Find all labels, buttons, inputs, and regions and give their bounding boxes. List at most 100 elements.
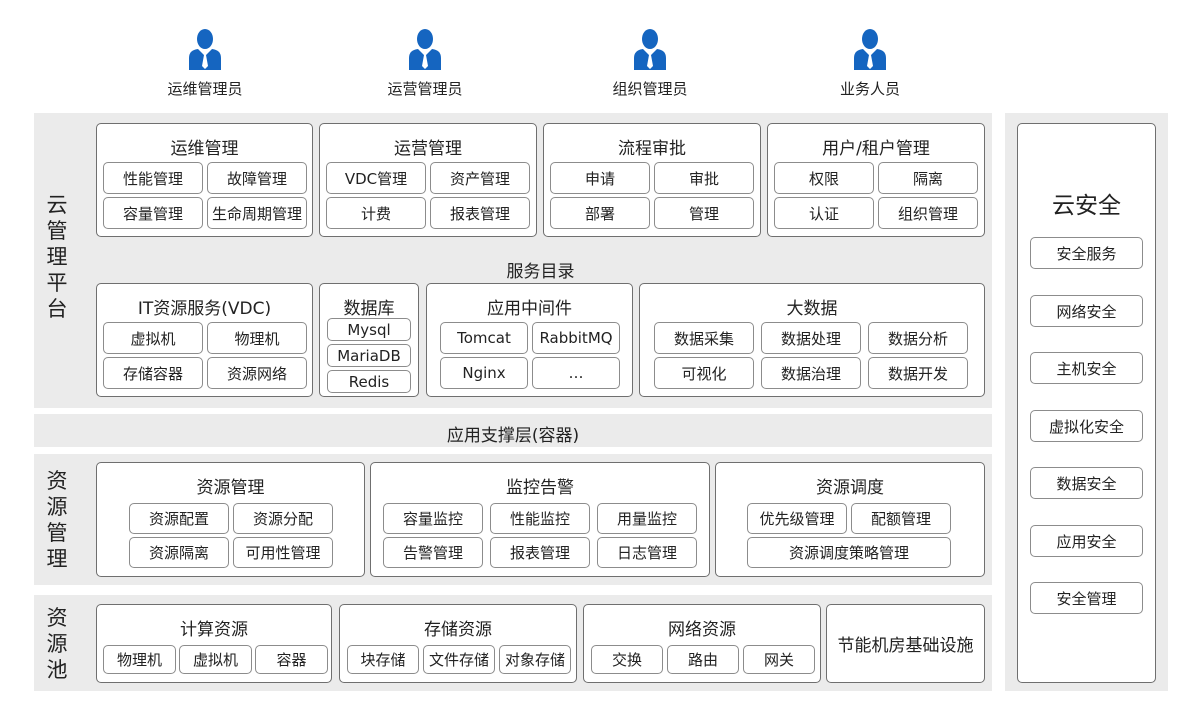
operation-management-module: 运营管理 VDC管理 资产管理 计费 报表管理 xyxy=(319,123,537,237)
bigdata-module: 大数据 数据采集 数据处理 数据分析 可视化 数据治理 数据开发 xyxy=(639,283,985,397)
user-icon xyxy=(854,29,886,70)
module-item: 容量监控 xyxy=(383,503,483,534)
module-title: 数据库 xyxy=(343,299,395,319)
module-title: 用户/租户管理 xyxy=(822,139,930,159)
module-item: 资源配置 xyxy=(129,503,229,534)
module-item: 数据治理 xyxy=(761,357,861,389)
module-title: 大数据 xyxy=(786,299,838,319)
module-item: 报表管理 xyxy=(430,197,530,229)
module-item: 性能管理 xyxy=(103,162,203,194)
module-item: 数据开发 xyxy=(868,357,968,389)
module-item: 报表管理 xyxy=(490,537,590,568)
module-item: 数据分析 xyxy=(868,322,968,354)
resource-management-label: 资源管理 xyxy=(46,469,68,571)
module-title: 资源调度 xyxy=(816,478,884,498)
module-item: 虚拟机 xyxy=(179,645,252,674)
user-label: 运营管理员 xyxy=(387,80,463,98)
module-item: 管理 xyxy=(654,197,754,229)
module-item: 审批 xyxy=(654,162,754,194)
module-item: 资源隔离 xyxy=(129,537,229,568)
facility-label: 节能机房基础设施 xyxy=(837,636,974,656)
module-item: 申请 xyxy=(550,162,650,194)
user-label: 组织管理员 xyxy=(612,80,688,98)
user-ops-admin: 运维管理员 xyxy=(145,28,265,99)
it-resource-module: IT资源服务(VDC) 虚拟机 物理机 存储容器 资源网络 xyxy=(96,283,313,397)
cloud-security-title: 云安全 xyxy=(1052,193,1121,219)
module-item: Tomcat xyxy=(440,322,528,354)
user-label: 业务人员 xyxy=(839,80,900,98)
module-item: 网关 xyxy=(743,645,815,674)
module-item: 用量监控 xyxy=(597,503,697,534)
resmgmt-module: 资源管理 资源配置 资源分配 资源隔离 可用性管理 xyxy=(96,462,365,577)
module-title: 运维管理 xyxy=(170,139,239,159)
cloud-platform-label: 云管理平台 xyxy=(46,193,68,321)
module-item: 交换 xyxy=(591,645,663,674)
resource-pool-label: 资源池 xyxy=(46,606,68,682)
module-item: Mysql xyxy=(327,318,411,341)
monitor-module: 监控告警 容量监控 性能监控 用量监控 告警管理 报表管理 日志管理 xyxy=(370,462,710,577)
security-item: 主机安全 xyxy=(1030,352,1143,384)
module-title: IT资源服务(VDC) xyxy=(137,299,272,319)
module-item: 计费 xyxy=(326,197,426,229)
module-item: 部署 xyxy=(550,197,650,229)
module-title: 网络资源 xyxy=(668,620,736,640)
security-item: 安全管理 xyxy=(1030,582,1143,614)
module-title: 运营管理 xyxy=(394,139,462,159)
module-item: 路由 xyxy=(667,645,739,674)
facility-module: 节能机房基础设施 xyxy=(826,604,985,683)
user-label: 运维管理员 xyxy=(167,80,243,98)
tenant-management-module: 用户/租户管理 权限 隔离 认证 组织管理 xyxy=(767,123,985,237)
user-org-admin: 组织管理员 xyxy=(590,28,710,99)
module-item: 资产管理 xyxy=(430,162,530,194)
module-item: 生命周期管理 xyxy=(207,197,307,229)
compute-module: 计算资源 物理机 虚拟机 容器 xyxy=(96,604,332,683)
module-item: 数据处理 xyxy=(761,322,861,354)
module-item: 可用性管理 xyxy=(233,537,333,568)
user-icon xyxy=(634,29,666,70)
support-layer-band: 应用支撑层(容器) xyxy=(34,414,992,447)
security-item: 安全服务 xyxy=(1030,237,1143,269)
user-business: 业务人员 xyxy=(810,28,930,99)
security-item: 虚拟化安全 xyxy=(1030,410,1143,442)
security-item: 数据安全 xyxy=(1030,467,1143,499)
module-item: VDC管理 xyxy=(326,162,426,194)
module-item: 物理机 xyxy=(103,645,176,674)
module-title: 应用中间件 xyxy=(487,299,572,319)
user-icon xyxy=(189,29,221,70)
ops-management-module: 运维管理 性能管理 故障管理 容量管理 生命周期管理 xyxy=(96,123,313,237)
module-item: 资源网络 xyxy=(207,357,307,389)
module-title: 资源管理 xyxy=(196,478,265,498)
module-item: 日志管理 xyxy=(597,537,697,568)
module-title: 计算资源 xyxy=(180,620,248,640)
module-item: Nginx xyxy=(440,357,528,389)
schedule-module: 资源调度 优先级管理 配额管理 资源调度策略管理 xyxy=(715,462,985,577)
module-item: 容量管理 xyxy=(103,197,203,229)
security-item: 网络安全 xyxy=(1030,295,1143,327)
module-item: 优先级管理 xyxy=(747,503,847,534)
module-item: Redis xyxy=(327,370,411,393)
module-title: 监控告警 xyxy=(506,478,574,498)
module-item: 资源调度策略管理 xyxy=(747,537,951,568)
approval-module: 流程审批 申请 审批 部署 管理 xyxy=(543,123,761,237)
module-item: 性能监控 xyxy=(490,503,590,534)
service-catalog-title: 服务目录 xyxy=(506,262,575,282)
module-item: 告警管理 xyxy=(383,537,483,568)
module-item: 存储容器 xyxy=(103,357,203,389)
database-module: 数据库 Mysql MariaDB Redis xyxy=(319,283,419,397)
module-item: 容器 xyxy=(255,645,328,674)
module-item: 权限 xyxy=(774,162,874,194)
module-item: 可视化 xyxy=(654,357,754,389)
module-item: 配额管理 xyxy=(851,503,951,534)
support-layer-label: 应用支撑层(容器) xyxy=(446,426,580,446)
module-item: MariaDB xyxy=(327,344,411,367)
network-module: 网络资源 交换 路由 网关 xyxy=(583,604,821,683)
module-item: 物理机 xyxy=(207,322,307,354)
module-item: 块存储 xyxy=(347,645,419,674)
module-item: 对象存储 xyxy=(499,645,571,674)
module-item: 资源分配 xyxy=(233,503,333,534)
module-title: 流程审批 xyxy=(618,139,686,159)
module-item: 虚拟机 xyxy=(103,322,203,354)
security-item: 应用安全 xyxy=(1030,525,1143,557)
user-icon xyxy=(409,29,441,70)
module-item: RabbitMQ xyxy=(532,322,620,354)
